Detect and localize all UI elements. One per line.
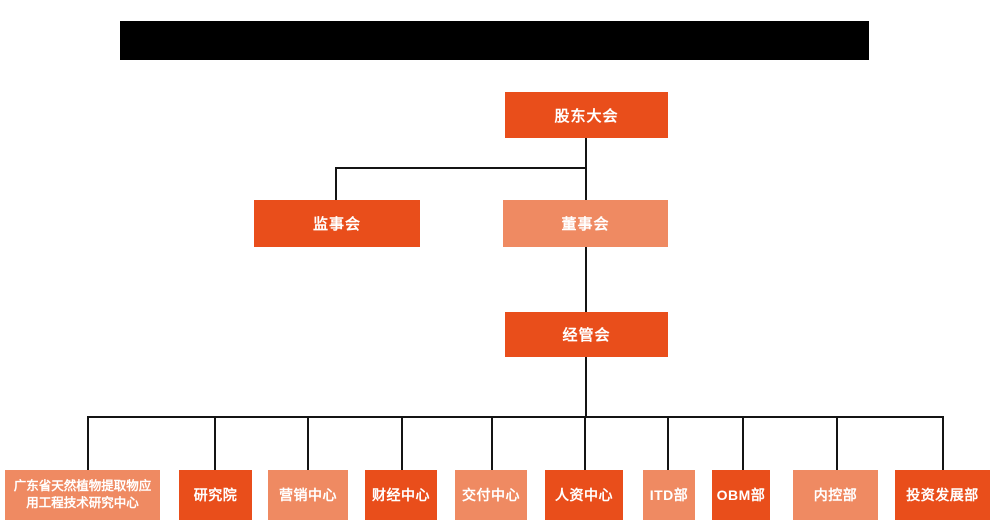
- redacted-title-bar: [120, 21, 869, 60]
- connector-to-dept-3: [401, 416, 403, 470]
- node-dept-itd: ITD部: [643, 470, 695, 520]
- node-dept-investment-development: 投资发展部: [895, 470, 990, 520]
- connector-upper-horizontal: [335, 167, 587, 169]
- node-dept-marketing-center: 营销中心: [268, 470, 348, 520]
- connector-to-directors: [585, 167, 587, 200]
- connector-to-dept-5: [584, 416, 586, 470]
- node-dept-guangdong-research-center: 广东省天然植物提取物应用工程技术研究中心: [5, 470, 160, 520]
- node-dept-internal-control: 内控部: [793, 470, 878, 520]
- node-dept-hr-center: 人资中心: [545, 470, 623, 520]
- connector-to-dept-8: [836, 416, 838, 470]
- connector-lower-horizontal: [87, 416, 944, 418]
- connector-to-dept-1: [214, 416, 216, 470]
- node-management-committee: 经管会: [505, 312, 668, 357]
- connector-to-dept-2: [307, 416, 309, 470]
- node-dept-delivery-center: 交付中心: [455, 470, 527, 520]
- connector-to-dept-7: [742, 416, 744, 470]
- connector-to-dept-6: [667, 416, 669, 470]
- connector-shareholders-stem: [585, 138, 587, 169]
- node-dept-finance-center: 财经中心: [365, 470, 437, 520]
- node-dept-research-institute: 研究院: [179, 470, 252, 520]
- connector-management-stem: [585, 357, 587, 418]
- connector-to-supervisors: [335, 167, 337, 200]
- connector-to-dept-0: [87, 416, 89, 470]
- node-shareholders-meeting: 股东大会: [505, 92, 668, 138]
- node-board-of-directors: 董事会: [503, 200, 668, 247]
- node-board-of-supervisors: 监事会: [254, 200, 420, 247]
- node-dept-obm: OBM部: [712, 470, 770, 520]
- connector-to-dept-9: [942, 416, 944, 470]
- connector-directors-management: [585, 247, 587, 312]
- connector-to-dept-4: [491, 416, 493, 470]
